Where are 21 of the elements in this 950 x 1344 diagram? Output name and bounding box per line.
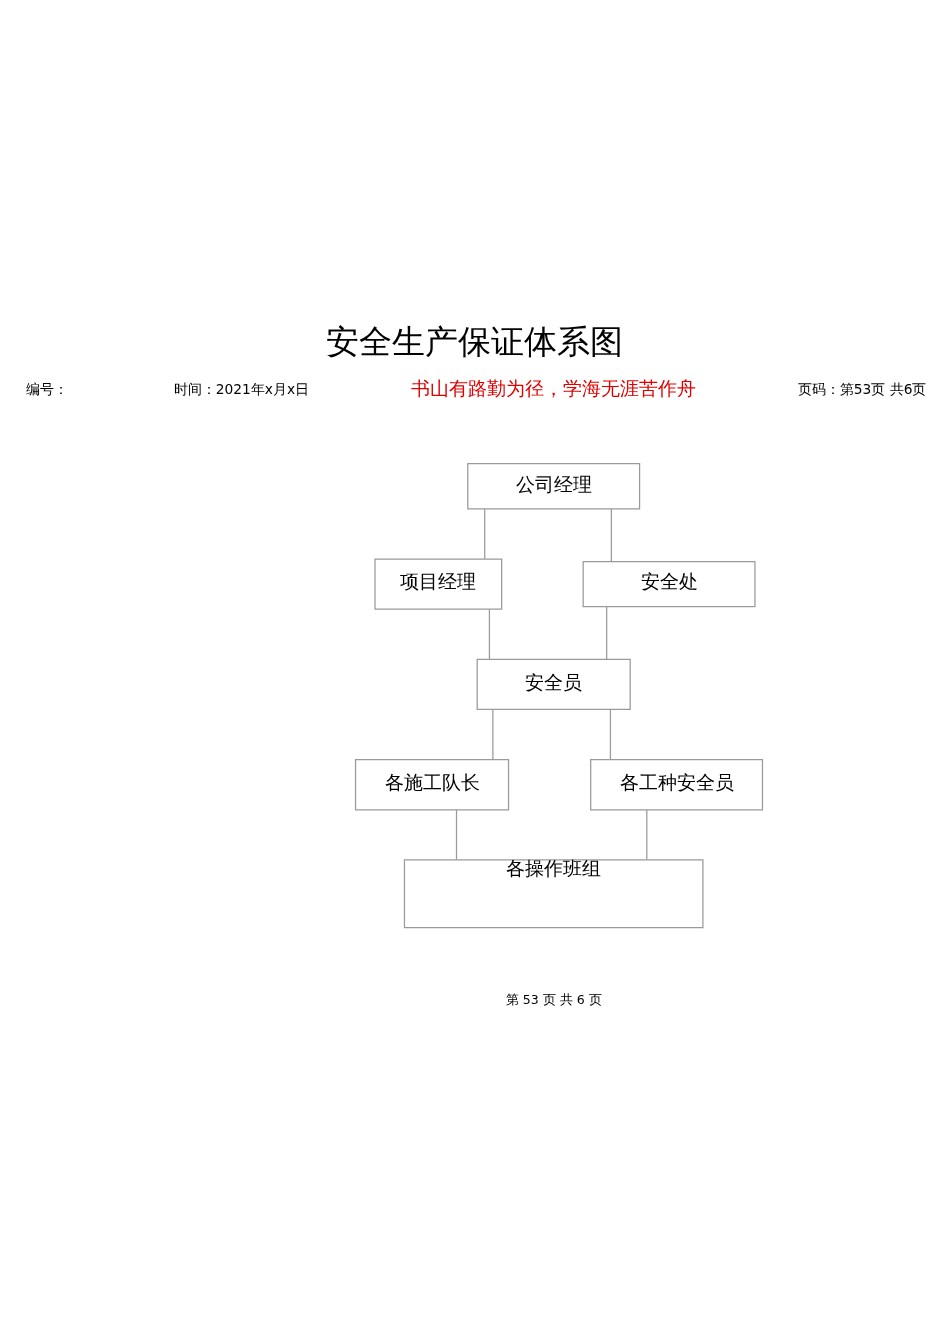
connector [492, 708, 494, 760]
connector [606, 605, 608, 660]
connector [484, 507, 486, 559]
label: 时间：2021年x月x日 [173, 381, 310, 397]
node-box: 安全员 [476, 658, 631, 710]
connector [455, 808, 458, 860]
node-box: 公司经理 [467, 462, 641, 509]
connector [488, 608, 491, 660]
node-box: 各施工队长 [354, 758, 510, 810]
node-box: 安全处 [582, 560, 756, 607]
connector [646, 808, 648, 860]
connector [609, 708, 612, 760]
connector [610, 507, 612, 562]
label: 编号： [26, 381, 69, 397]
diagram-title: 安全生产保证体系图 [326, 322, 624, 361]
node-box: 各操作班组 [403, 858, 704, 928]
label: 书山有路勤为径，学海无涯苦作舟 [411, 377, 697, 399]
label: 第 53 页 共 6 页 [505, 991, 602, 1007]
label: 页码：第53页 共6页 [797, 381, 927, 397]
node-box: 项目经理 [374, 557, 503, 610]
node-box: 各工种安全员 [590, 758, 764, 810]
